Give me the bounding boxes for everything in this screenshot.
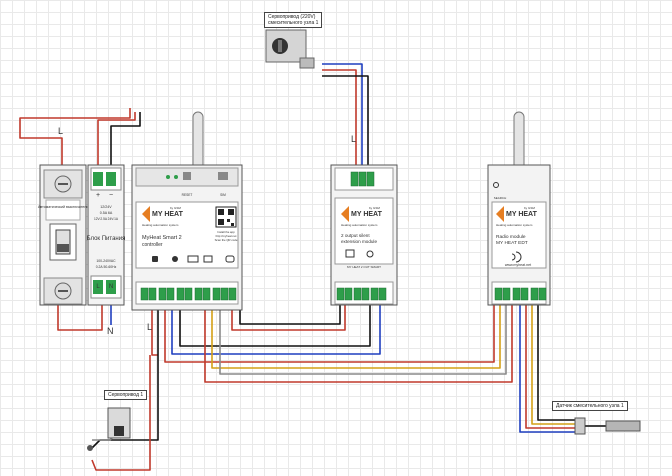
radio-name-1: Radio module: [496, 234, 526, 240]
wire-sensor-blue: [519, 300, 580, 433]
controller-name-2: controller: [142, 242, 163, 248]
callout-actuator-line-1: Сервопривод (220V): [268, 14, 316, 20]
callout-sensor-line-1: Датчик смесительного узла 1: [556, 403, 624, 409]
qr-caption-1: Install the app: [217, 230, 235, 234]
radio-module: SEARCH MY HEAT by GSM Heating automation…: [487, 111, 551, 306]
wire-actuator-black: [322, 75, 369, 166]
callout-actuator-line-2: смесительного узла 1: [268, 20, 319, 26]
myheat-logo-icon: [496, 206, 504, 222]
psu-title: Блок Питания: [87, 236, 126, 242]
extension-brand: MY HEAT: [351, 211, 383, 218]
extension-name-1: 2 output silent: [341, 233, 370, 238]
wire-sensor-red: [525, 300, 580, 429]
myheat-logo-icon: [341, 206, 349, 222]
wire-servo1-red: [91, 355, 151, 471]
psu-bottom-1: 100-240VAC: [96, 259, 116, 263]
power-supply: + − 12/24V 0.5A 6A 12V:2.5A 24V:1A Блок …: [87, 164, 126, 306]
extension-brand-sub: by GSM: [369, 206, 380, 210]
wire-sensor-yellow: [531, 300, 580, 425]
controller-btn-reset: RESET: [182, 193, 193, 197]
apple-icon: [172, 256, 178, 262]
radio-url: www.myheat.net: [505, 263, 531, 267]
psu-bottom-2: 0.2A 50-60Hz: [96, 265, 117, 269]
wire-psu-plus: [97, 112, 136, 180]
servo-actuator-220v: [265, 29, 315, 69]
psu-minus: −: [109, 192, 113, 199]
wire-mains-l-top: [19, 108, 131, 168]
psu-plus: +: [96, 192, 100, 199]
callout-sensor: Датчик смесительного узла 1: [552, 401, 628, 411]
wire-breaker-to-psu: [57, 292, 103, 331]
psu-n: N: [109, 284, 113, 290]
psu-spec-2: 0.5A 6A: [100, 211, 113, 215]
radio-brand-sub: by GSM: [524, 206, 535, 210]
wire-sensor-black: [537, 300, 580, 421]
extension-module: MY HEAT by GSM Heating automation system…: [330, 164, 398, 306]
radio-tagline: Heating automation system: [496, 223, 533, 227]
wire-servo1-black: [91, 300, 159, 449]
speaker-off-icon: [366, 250, 374, 258]
circuit-breaker: Автоматический выключатель: [38, 164, 88, 306]
label-mains-l-top: L: [58, 126, 63, 136]
radio-btn-search: SEARCH: [494, 196, 507, 200]
callout-servo-1-line-1: Сервопривод 1: [108, 392, 144, 398]
psu-spec-3: 12V:2.5A 24V:1A: [94, 217, 119, 221]
controller-brand: MY HEAT: [152, 211, 184, 218]
label-mains-l-actuator: L: [351, 134, 356, 144]
gsm-icon: [187, 255, 199, 263]
label-mains-l-controller: L: [147, 322, 152, 332]
controller-name-1: MyHeat Smart 2: [142, 235, 182, 241]
controller-brand-sub: by GSM: [170, 206, 181, 210]
wire-bus-red-2: [204, 300, 513, 383]
label-mains-n-psu: N: [107, 326, 114, 336]
callout-actuator-220v: Сервопривод (220V) смесительного узла 1: [264, 12, 323, 28]
radio-wave-icon: [511, 251, 522, 263]
qr-caption-2: http://myheat.net: [216, 234, 237, 238]
controller-tagline: Heating automation system: [142, 223, 179, 227]
wire-ctrl-ext-black: [239, 300, 341, 325]
wifi-icon: [225, 255, 235, 263]
psu-spec-1: 12/24V: [100, 205, 112, 209]
radio-brand: MY HEAT: [506, 211, 538, 218]
servo-1: [87, 407, 131, 451]
extension-tagline: Heating automation system: [341, 223, 378, 227]
radio-name-2: MY HEAT EDT: [496, 240, 528, 246]
wire-bus-black: [179, 300, 371, 347]
extension-name-2: extension module: [341, 239, 377, 244]
ethernet-icon: [203, 255, 213, 263]
temperature-sensor: [574, 417, 641, 435]
wire-ctrl-ext-red: [231, 300, 346, 331]
antenna-icon: [513, 111, 525, 171]
callout-servo-1: Сервопривод 1: [104, 390, 148, 400]
wire-actuator-blue: [322, 63, 363, 166]
qr-caption-3: Scan the QR code: [215, 238, 238, 242]
wire-bus-yellow: [211, 300, 501, 369]
psu-l: L: [96, 284, 100, 290]
controller-module: RESET SIM MY HEAT by GSM Heating automat…: [131, 111, 243, 311]
myheat-logo-icon: [142, 206, 150, 222]
wire-l-controller: [151, 310, 158, 356]
wire-psu-minus: [110, 112, 141, 180]
wire-actuator-red: [322, 69, 357, 166]
wire-bus-blue: [171, 300, 381, 355]
extension-model: MY HEAT 2 OUT SMART: [347, 265, 381, 269]
controller-btn-sim: SIM: [220, 193, 226, 197]
wire-bus-red: [164, 300, 495, 363]
android-icon: [152, 256, 158, 262]
silent-icon: [345, 249, 355, 258]
antenna-icon: [192, 111, 204, 173]
breaker-caption: Автоматический выключатель: [38, 205, 88, 209]
search-icon: [493, 182, 499, 188]
wire-bus-gray: [219, 300, 507, 375]
